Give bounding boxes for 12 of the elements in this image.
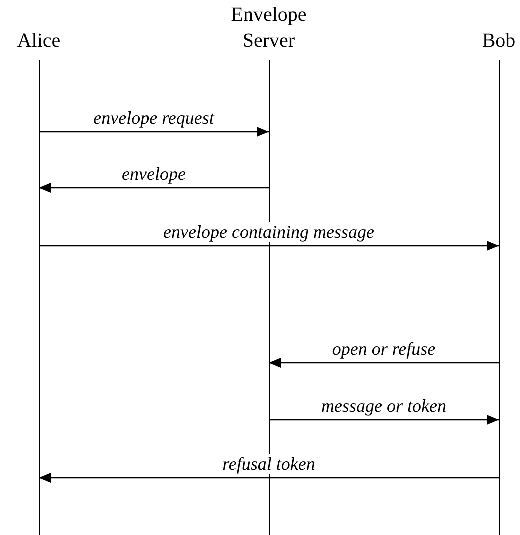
message-arrow bbox=[39, 241, 499, 251]
message-arrow bbox=[39, 473, 499, 483]
participant-label: Bob bbox=[482, 29, 516, 54]
message-label: open or refuse bbox=[330, 339, 438, 359]
message-arrow bbox=[269, 358, 499, 368]
participant-label: Envelope Server bbox=[230, 3, 308, 54]
message-arrow bbox=[269, 415, 499, 425]
message-arrow bbox=[39, 183, 269, 193]
participant-label: Alice bbox=[17, 29, 61, 54]
message-label: refusal token bbox=[220, 454, 318, 474]
message-label: envelope containing message bbox=[162, 222, 376, 242]
message-arrow bbox=[39, 127, 269, 137]
